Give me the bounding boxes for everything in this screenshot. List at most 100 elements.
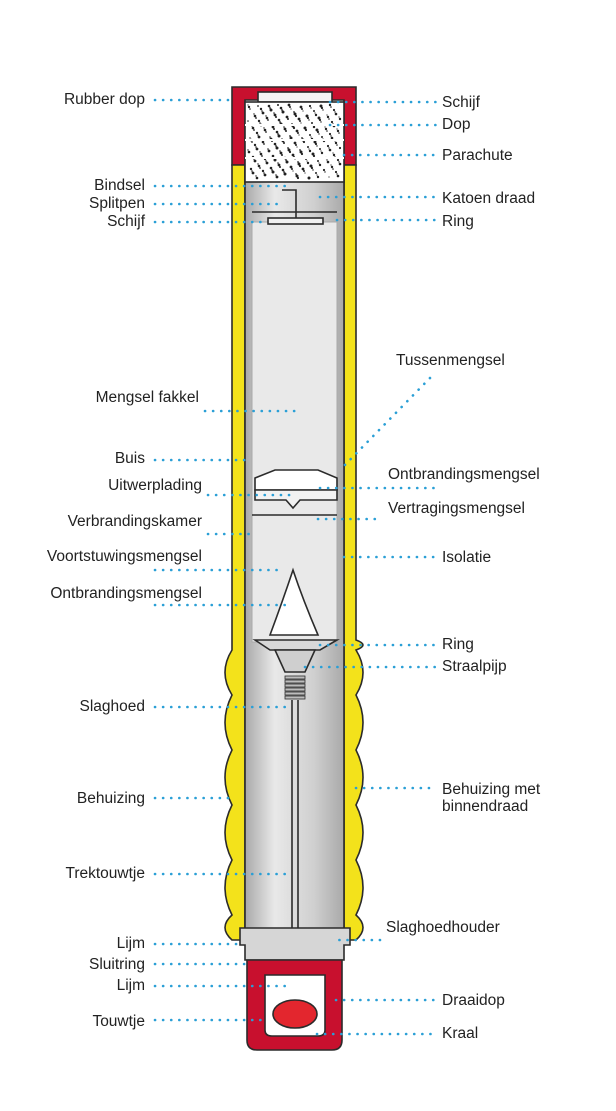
parachute-speckle [255, 117, 257, 119]
label-slaghoedhouder: Slaghoedhouder [386, 919, 500, 936]
label-schijf-left: Schijf [107, 213, 145, 230]
parachute-speckle [310, 107, 312, 109]
parachute-speckle [310, 166, 314, 170]
parachute-speckle [259, 107, 263, 111]
parachute-speckle [317, 116, 321, 120]
parachute-speckle [261, 110, 263, 112]
parachute-speckle [326, 159, 328, 161]
parachute-speckle [271, 170, 275, 174]
parachute-speckle [318, 118, 322, 122]
parachute-speckle [263, 172, 265, 174]
propellant-cone [268, 567, 320, 636]
parachute-speckle [257, 163, 259, 165]
parachute-speckle [301, 137, 303, 139]
parachute-speckle [301, 167, 305, 171]
parachute-speckle [273, 142, 277, 146]
label-trektouwtje: Trektouwtje [65, 865, 145, 882]
parachute-speckle [293, 141, 297, 145]
label-splitpen: Splitpen [88, 195, 145, 212]
parachute-speckle [255, 176, 259, 180]
parachute-speckle [255, 175, 257, 177]
parachute-speckle [328, 103, 332, 107]
parachute-speckle [273, 112, 275, 114]
parachute-speckle [297, 162, 301, 166]
parachute-speckle [271, 169, 273, 171]
parachute-speckle [265, 160, 267, 162]
parachute-speckle [277, 163, 281, 167]
label-katoen-draad: Katoen draad [442, 190, 536, 207]
parachute-speckle [336, 144, 338, 146]
parachute-speckle [277, 134, 281, 138]
label-ring-top: Ring [442, 213, 474, 230]
parachute-speckle [321, 136, 323, 138]
parachute-speckle [285, 130, 287, 132]
parachute-speckle [336, 173, 338, 175]
parachute-speckle [267, 149, 271, 153]
parachute-speckle [297, 117, 301, 121]
parachute-speckle [316, 174, 318, 176]
parachute-speckle [269, 107, 271, 109]
parachute-speckle [261, 169, 265, 173]
parachute-speckle [300, 122, 302, 124]
parachute-speckle [326, 115, 330, 119]
parachute-speckle [275, 146, 279, 150]
parachute-speckle [287, 147, 289, 149]
parachute-speckle [316, 145, 318, 147]
parachute-speckle [330, 136, 334, 140]
parachute-speckle [247, 150, 251, 154]
parachute-speckle [305, 114, 309, 118]
parachute-speckle [326, 144, 330, 148]
parachute-speckle [328, 132, 332, 136]
label-touwtje: Touwtje [92, 1013, 145, 1030]
parachute-speckle [304, 128, 308, 132]
parachute-speckle [308, 148, 310, 150]
leader-tussenmengsel [338, 376, 432, 472]
parachute-speckle [319, 148, 321, 150]
parachute-speckle [263, 127, 265, 129]
parachute-speckle [253, 129, 255, 131]
top-disc [257, 91, 333, 103]
parachute-speckle [257, 105, 259, 107]
parachute-speckle [320, 121, 322, 123]
parachute-speckle [263, 143, 265, 145]
parachute-speckle [302, 110, 304, 112]
parachute-speckle [287, 118, 289, 120]
parachute-speckle [328, 148, 332, 152]
label-parachute: Parachute [442, 147, 513, 164]
parachute-speckle [263, 128, 267, 132]
parachute-speckle [315, 128, 319, 132]
parachute-speckle [306, 161, 310, 165]
parachute-speckle [309, 134, 311, 136]
parachute-speckle [303, 126, 307, 130]
parachute-speckle [295, 174, 299, 178]
parachute-speckle [247, 149, 249, 151]
parachute-speckle [249, 167, 253, 171]
label-ontbrandingsmengsel-left: Ontbrandingsmengsel [50, 585, 202, 602]
parachute-speckle [261, 155, 263, 157]
label-lijm-bottom: Lijm [116, 977, 145, 994]
parachute-speckle [267, 119, 269, 121]
parachute-speckle [306, 116, 310, 120]
parachute-speckle [300, 152, 304, 156]
parachute-speckle [259, 152, 263, 156]
igniter-thread [284, 683, 306, 688]
parachute-speckle [259, 151, 261, 153]
parachute-speckle [271, 154, 275, 158]
parachute-speckle [298, 134, 300, 136]
parachute-speckle [259, 167, 261, 169]
parachute-speckle [299, 105, 303, 109]
parachute-speckle [269, 108, 273, 112]
parachute-speckle [273, 113, 277, 117]
parachute-speckle [328, 147, 330, 149]
parachute-speckle [249, 137, 251, 139]
parachute-speckle [291, 168, 293, 170]
parachute-speckle [251, 126, 255, 130]
bead [272, 999, 318, 1029]
parachute-speckle [261, 140, 265, 144]
parachute-speckle [315, 172, 317, 174]
parachute-speckle [281, 110, 285, 114]
parachute-speckle [324, 171, 326, 173]
parachute-speckle [334, 141, 338, 145]
parachute-speckle [296, 176, 300, 180]
parachute-speckle [338, 161, 340, 163]
